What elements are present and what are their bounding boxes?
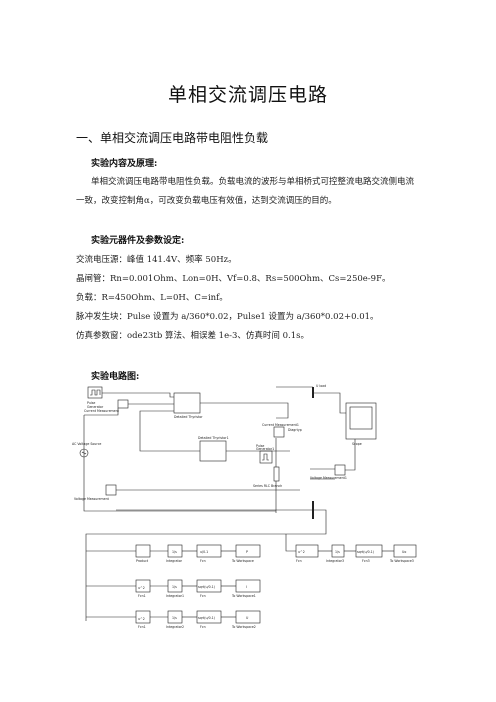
thyristor1-block xyxy=(199,440,227,462)
integrator1-label: Integrator1 xyxy=(166,594,184,598)
series-rlc-block xyxy=(273,466,280,482)
fcn4-expr: sqrt(u/0.1) xyxy=(198,616,215,620)
thyristor-block xyxy=(173,392,201,414)
param-line: 脉冲发生块：Pulse 设置为 a/360*0.02，Pulse1 设置为 a/… xyxy=(76,312,379,322)
pulse-gen1-label: Pulse xyxy=(256,444,264,448)
pulse-gen-label: Generator xyxy=(87,405,104,409)
voltage-measurement-block xyxy=(105,484,117,496)
circuit-heading: 实验电路图: xyxy=(91,372,140,382)
param-line: 仿真参数窗：ode23tb 算法、相误差 1e-3、仿真时间 0.1s。 xyxy=(76,331,309,341)
diag-label: Diagrtyp xyxy=(288,428,302,432)
fcn-label: Fcn xyxy=(200,559,206,563)
integrator3-expr: 1/s xyxy=(335,550,340,554)
param-line: 晶闸管：Rn=0.001Ohm、Lon=0H、Vf=0.8、Rs=500Ohm、… xyxy=(76,274,391,284)
series-rlc-label: Series RLC Branch xyxy=(253,484,282,488)
to-workspace2-block xyxy=(235,610,261,624)
thyristor-label: Detailed Thyristor xyxy=(174,415,203,419)
pulse-generator-block xyxy=(87,386,103,399)
fcn5-label: Fcn xyxy=(296,559,302,563)
fcn3-expr: u^2 xyxy=(138,617,145,621)
fcn3-label: Fcn1 xyxy=(138,625,146,629)
ws-label: To Workspace xyxy=(231,559,254,563)
fcn6-expr: sqrt(u/0.1) xyxy=(357,550,374,554)
scope-label: Scope xyxy=(352,442,362,446)
params-heading: 实验元器件及参数设定: xyxy=(91,236,185,246)
pulse-generator1-block xyxy=(259,450,273,464)
content-line-1: 单相交流调压电路带电阻性负载。负载电流的波形与单相桥式可控整流电路交流侧电流 xyxy=(91,177,415,187)
to-workspace-block xyxy=(235,544,261,558)
integrator1-expr: 1/s xyxy=(172,585,177,589)
scope-block xyxy=(345,402,377,440)
product-block xyxy=(135,544,151,558)
content-heading: 实验内容及原理: xyxy=(91,159,158,169)
integrator3-label: Integrator3 xyxy=(326,559,344,563)
thyristor1-label: Detailed Thyristor1 xyxy=(198,436,229,440)
ws3-label: To Workspace3 xyxy=(389,559,414,563)
current-meas-label: Current Measurement xyxy=(84,409,120,413)
circuit-diagram: Pulse Generator Current Measurement Deta… xyxy=(72,384,417,629)
current-meas1-label: Current Measurement1 xyxy=(262,423,299,427)
voltage-measurement1-block xyxy=(334,464,346,476)
ws-i: I xyxy=(246,585,247,589)
voltage-meas-label: Voltage Measurement xyxy=(74,497,110,501)
integrator-expr: 1/s xyxy=(172,550,177,554)
to-workspace3-block xyxy=(393,544,417,558)
to-workspace1-block xyxy=(235,579,261,593)
current-measurement-block xyxy=(117,399,129,409)
u-load-label: U load xyxy=(316,384,326,388)
param-line: 交流电压源：峰值 141.4V、频率 50Hz。 xyxy=(76,255,237,265)
integrator2-expr: 1/s xyxy=(172,616,177,620)
pulse-gen-label: Pulse xyxy=(87,401,95,405)
ac-voltage-source xyxy=(79,448,89,458)
fcn2-label: Fcn xyxy=(200,594,206,598)
integrator-label: Integrator xyxy=(166,559,183,563)
ws1-label: To Workspace1 xyxy=(231,594,256,598)
current-measurement1-block xyxy=(273,426,285,438)
fcn4-label: Fcn xyxy=(200,625,206,629)
ws2-label: To Workspace2 xyxy=(231,625,256,629)
voltage-meas1-label: Voltage Measurement1 xyxy=(310,476,347,480)
ws-u: U xyxy=(246,616,249,620)
page-title: 单相交流调压电路 xyxy=(167,84,328,106)
fcn1-label: Fcn1 xyxy=(138,594,146,598)
pulse-gen1-label: Generator1 xyxy=(256,447,274,451)
ac-source-label: AC Voltage Source xyxy=(72,442,101,446)
fcn5-expr: u^2 xyxy=(298,550,305,554)
fcn1-expr: u^2 xyxy=(138,586,145,590)
content-line-2: 一致，改变控制角α，可改变负载电压有效值，达到交流调压的目的。 xyxy=(76,196,337,206)
product-label: Product xyxy=(136,559,149,563)
param-line: 负载：R=450Ohm、L=0H、C=inf。 xyxy=(76,293,228,303)
fcn6-label: Fcn3 xyxy=(362,559,370,563)
ws-p: P xyxy=(246,550,248,554)
section-heading: 一、单相交流调压电路带电阻性负载 xyxy=(76,131,269,145)
integrator2-label: Integrator2 xyxy=(166,625,184,629)
fcn2-expr: sqrt(u/0.1) xyxy=(198,585,215,589)
ws-uo: Uo xyxy=(402,550,406,554)
fcn-expr: u/0.1 xyxy=(200,550,208,554)
